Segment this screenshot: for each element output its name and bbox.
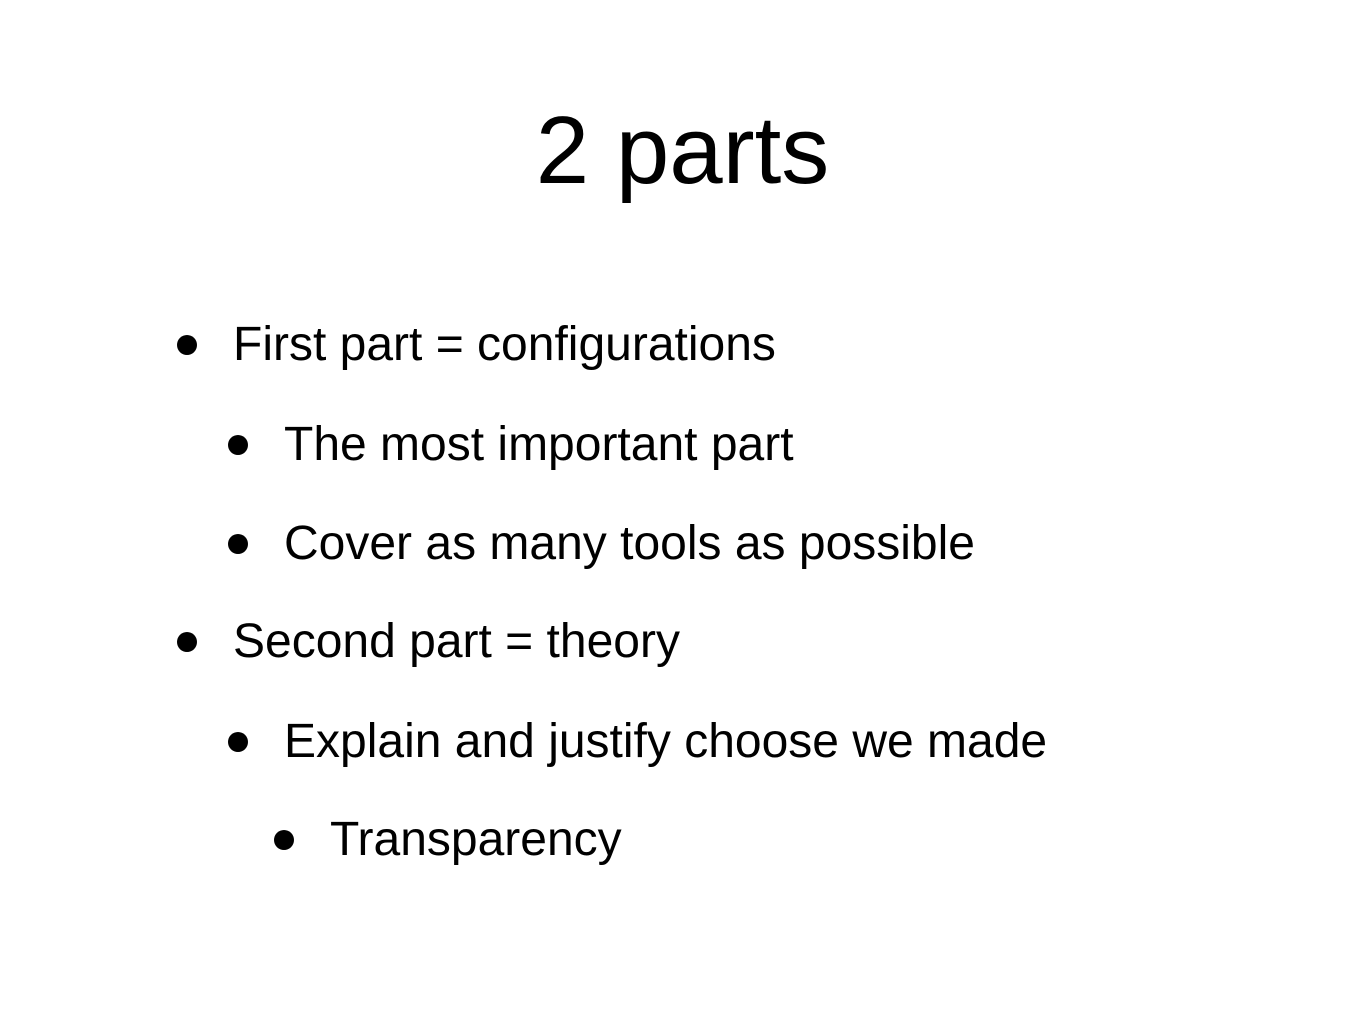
bullet-dot-icon — [177, 632, 197, 652]
bullet-text: Transparency — [330, 813, 622, 866]
bullet-text: Cover as many tools as possible — [284, 517, 975, 570]
bullet-text: Explain and justify choose we made — [284, 715, 1048, 768]
bullet-dot-icon — [228, 534, 248, 554]
bullet-dot-icon — [274, 830, 294, 850]
bullet-dot-icon — [228, 435, 248, 455]
bullet-text: Second part = theory — [233, 615, 680, 668]
slide-title: 2 parts — [535, 97, 830, 204]
bullet-dot-icon — [177, 335, 197, 355]
bullet-dot-icon — [228, 732, 248, 752]
bullet-text: The most important part — [284, 418, 794, 471]
bullet-text: First part = configurations — [233, 318, 776, 371]
